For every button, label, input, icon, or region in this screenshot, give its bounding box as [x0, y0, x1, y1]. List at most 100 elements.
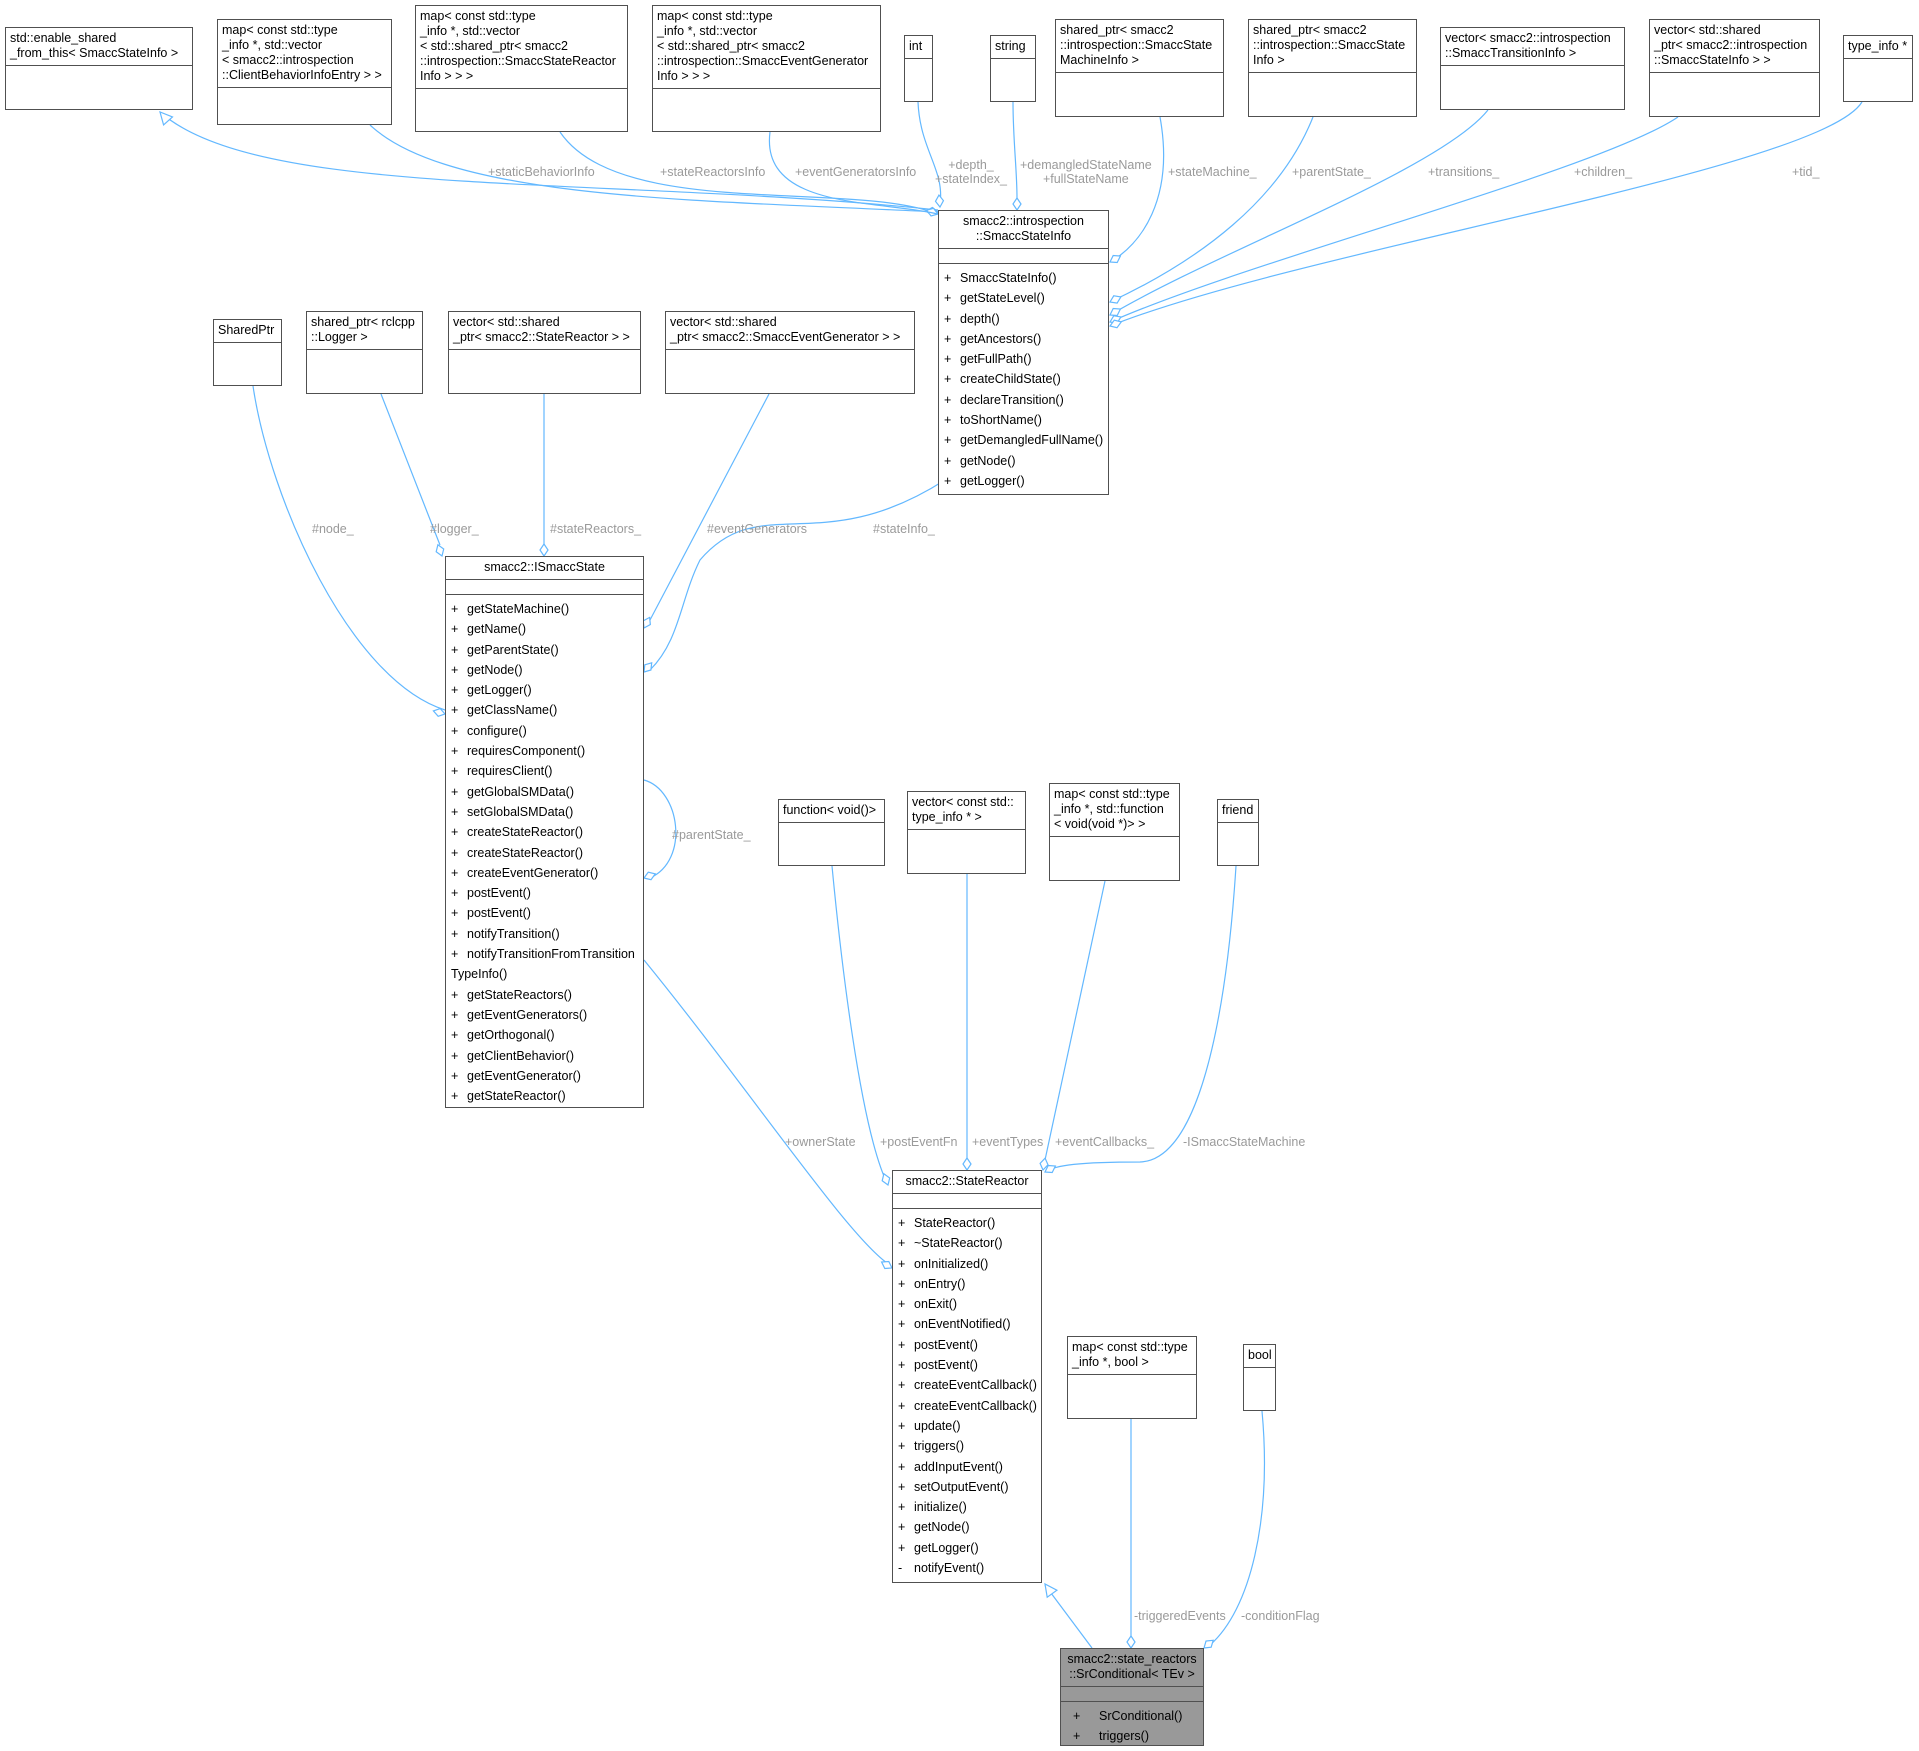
- label-tid: +tid_: [1792, 165, 1820, 179]
- method-visibility: +: [944, 352, 952, 367]
- class-vector-shared-state-info[interactable]: vector< std::shared _ptr< smacc2::intros…: [1649, 19, 1820, 117]
- method-row: +postEvent(): [893, 1335, 1041, 1355]
- class-vector-event-generator[interactable]: vector< std::shared _ptr< smacc2::SmaccE…: [665, 311, 915, 394]
- class-vector-state-reactor[interactable]: vector< std::shared _ptr< smacc2::StateR…: [448, 311, 641, 394]
- method-name: addInputEvent(): [914, 1459, 1003, 1474]
- diamond-transitions: [1109, 307, 1122, 317]
- class-shared-ptr-state-machine-info[interactable]: shared_ptr< smacc2 ::introspection::Smac…: [1055, 19, 1224, 117]
- method-row: +getGlobalSMData(): [446, 782, 643, 802]
- class-smacc-state-info[interactable]: smacc2::introspection ::SmaccStateInfo+S…: [938, 210, 1109, 495]
- class-sr-conditional[interactable]: smacc2::state_reactors ::SrConditional< …: [1060, 1648, 1204, 1746]
- edge-node: [252, 385, 446, 711]
- method-visibility: +: [898, 1459, 906, 1474]
- diamond-owner-state: [880, 1260, 893, 1270]
- method-name: createStateReactor(): [467, 845, 584, 860]
- method-row: + createStateReactor(): [446, 843, 643, 863]
- class-map-bool[interactable]: map< const std::type _info *, bool >: [1067, 1336, 1197, 1419]
- method-visibility: +: [944, 291, 952, 306]
- label-event-types: +eventTypes: [972, 1135, 1044, 1149]
- diamond-logger: [435, 543, 445, 558]
- class-shared-ptr-logger[interactable]: shared_ptr< rclcpp ::Logger >: [306, 311, 423, 394]
- diamond-state-info: [643, 661, 653, 673]
- method-visibility: +: [451, 926, 459, 941]
- class-state-reactor[interactable]: smacc2::StateReactor+StateReactor()+~Sta…: [892, 1170, 1042, 1583]
- method-row: +toShortName(): [939, 410, 1108, 430]
- method-name: requiresComponent(): [467, 744, 586, 759]
- method-visibility: +: [451, 784, 459, 799]
- method-name: setOutputEvent(): [914, 1479, 1009, 1494]
- label-parent-state-self: #parentState_: [672, 828, 751, 842]
- class-attributes: [1249, 73, 1416, 87]
- class-map-client-behavior-info[interactable]: map< const std::type _info *, std::vecto…: [217, 19, 392, 125]
- diamond-triggered-events: [1126, 1634, 1136, 1650]
- class-map-event-generator-info[interactable]: map< const std::type _info *, std::vecto…: [652, 5, 881, 132]
- diamond-parent-state-self: [642, 871, 657, 881]
- edge-event-generators-info: [768, 131, 939, 215]
- method-row: +getStateReactor(): [446, 1086, 643, 1106]
- method-visibility: +: [451, 825, 459, 840]
- class-vector-transition-info[interactable]: vector< smacc2::introspection ::SmaccTra…: [1440, 27, 1625, 110]
- method-visibility: +: [898, 1378, 906, 1393]
- class-string[interactable]: string: [990, 35, 1036, 102]
- method-visibility: +: [898, 1479, 906, 1494]
- class-methods: +getStateMachine()+getName()+getParentSt…: [446, 595, 643, 1109]
- edge-owner-state: [643, 959, 891, 1266]
- method-visibility: +: [898, 1216, 906, 1230]
- method-name: StateReactor(): [914, 1216, 996, 1230]
- class-attributes: [779, 823, 884, 837]
- diamond-demangled-name: [1012, 196, 1022, 212]
- method-name: getLogger(): [914, 1540, 979, 1555]
- label-post-event-fn: +postEventFn: [880, 1135, 958, 1149]
- class-attributes: [939, 249, 1108, 264]
- method-name: notifyTransitionFromTransition TypeInfo(…: [451, 947, 635, 982]
- method-visibility: +: [451, 947, 459, 962]
- edge-demangled-name: [1012, 101, 1018, 199]
- class-attributes: [1441, 66, 1624, 80]
- method-visibility: +: [898, 1439, 906, 1454]
- class-attributes: [1056, 73, 1223, 87]
- diamond-state-reactors-info: [925, 207, 940, 217]
- class-shared-ptr-state-info[interactable]: shared_ptr< smacc2 ::introspection::Smac…: [1248, 19, 1417, 117]
- edge-depth: [917, 101, 942, 205]
- method-visibility: +: [898, 1398, 906, 1413]
- method-visibility: +: [451, 886, 459, 901]
- class-bool[interactable]: bool: [1243, 1344, 1276, 1411]
- class-attributes: [1844, 59, 1912, 73]
- class-methods: +SrConditional()+triggers(): [1061, 1702, 1203, 1750]
- class-attributes: [446, 580, 643, 595]
- method-name: onEntry(): [914, 1276, 966, 1291]
- method-name: createEventCallback(): [914, 1398, 1037, 1413]
- class-methods: +StateReactor()+~StateReactor()+onInitia…: [893, 1209, 1041, 1581]
- edge-logger: [380, 393, 441, 546]
- method-visibility: +: [1073, 1729, 1081, 1744]
- class-friend[interactable]: friend: [1217, 799, 1259, 866]
- class-type-info-pointer[interactable]: type_info *: [1843, 35, 1913, 102]
- class-ismacc-state[interactable]: smacc2::ISmaccState+getStateMachine()+ge…: [445, 556, 644, 1108]
- method-row: +getAncestors(): [939, 329, 1108, 349]
- class-vector-type-info[interactable]: vector< const std:: type_info * >: [907, 791, 1026, 874]
- diamond-ismacc-state-machine: [1044, 1164, 1057, 1174]
- label-owner-state: +ownerState: [785, 1135, 856, 1149]
- method-row: +postEvent(): [446, 903, 643, 923]
- class-shared-ptr[interactable]: SharedPtr: [213, 319, 282, 386]
- method-visibility: +: [898, 1520, 906, 1535]
- method-row: +getDemangledFullName(): [939, 430, 1108, 450]
- class-attributes: [416, 89, 627, 103]
- class-map-state-reactor-info[interactable]: map< const std::type _info *, std::vecto…: [415, 5, 628, 132]
- method-visibility: +: [944, 271, 952, 285]
- method-visibility: +: [944, 392, 952, 407]
- method-name: configure(): [467, 723, 527, 738]
- method-row: +update(): [893, 1416, 1041, 1436]
- class-enable-shared-from-this[interactable]: std::enable_shared _from_this< SmaccStat…: [5, 27, 193, 110]
- label-event-generators-info: +eventGeneratorsInfo: [795, 165, 917, 179]
- method-name: depth(): [960, 311, 1000, 326]
- method-row: +getClientBehavior(): [446, 1046, 643, 1066]
- method-visibility: +: [451, 1068, 459, 1083]
- method-row: +createEventCallback(): [893, 1375, 1041, 1395]
- inheritance-arrow-state-reactor: [1044, 1582, 1059, 1599]
- class-function-void[interactable]: function< void()>: [778, 799, 885, 866]
- method-visibility: +: [451, 845, 459, 860]
- method-visibility: +: [898, 1297, 906, 1312]
- class-int[interactable]: int: [904, 35, 933, 102]
- class-map-function[interactable]: map< const std::type _info *, std::funct…: [1049, 783, 1180, 881]
